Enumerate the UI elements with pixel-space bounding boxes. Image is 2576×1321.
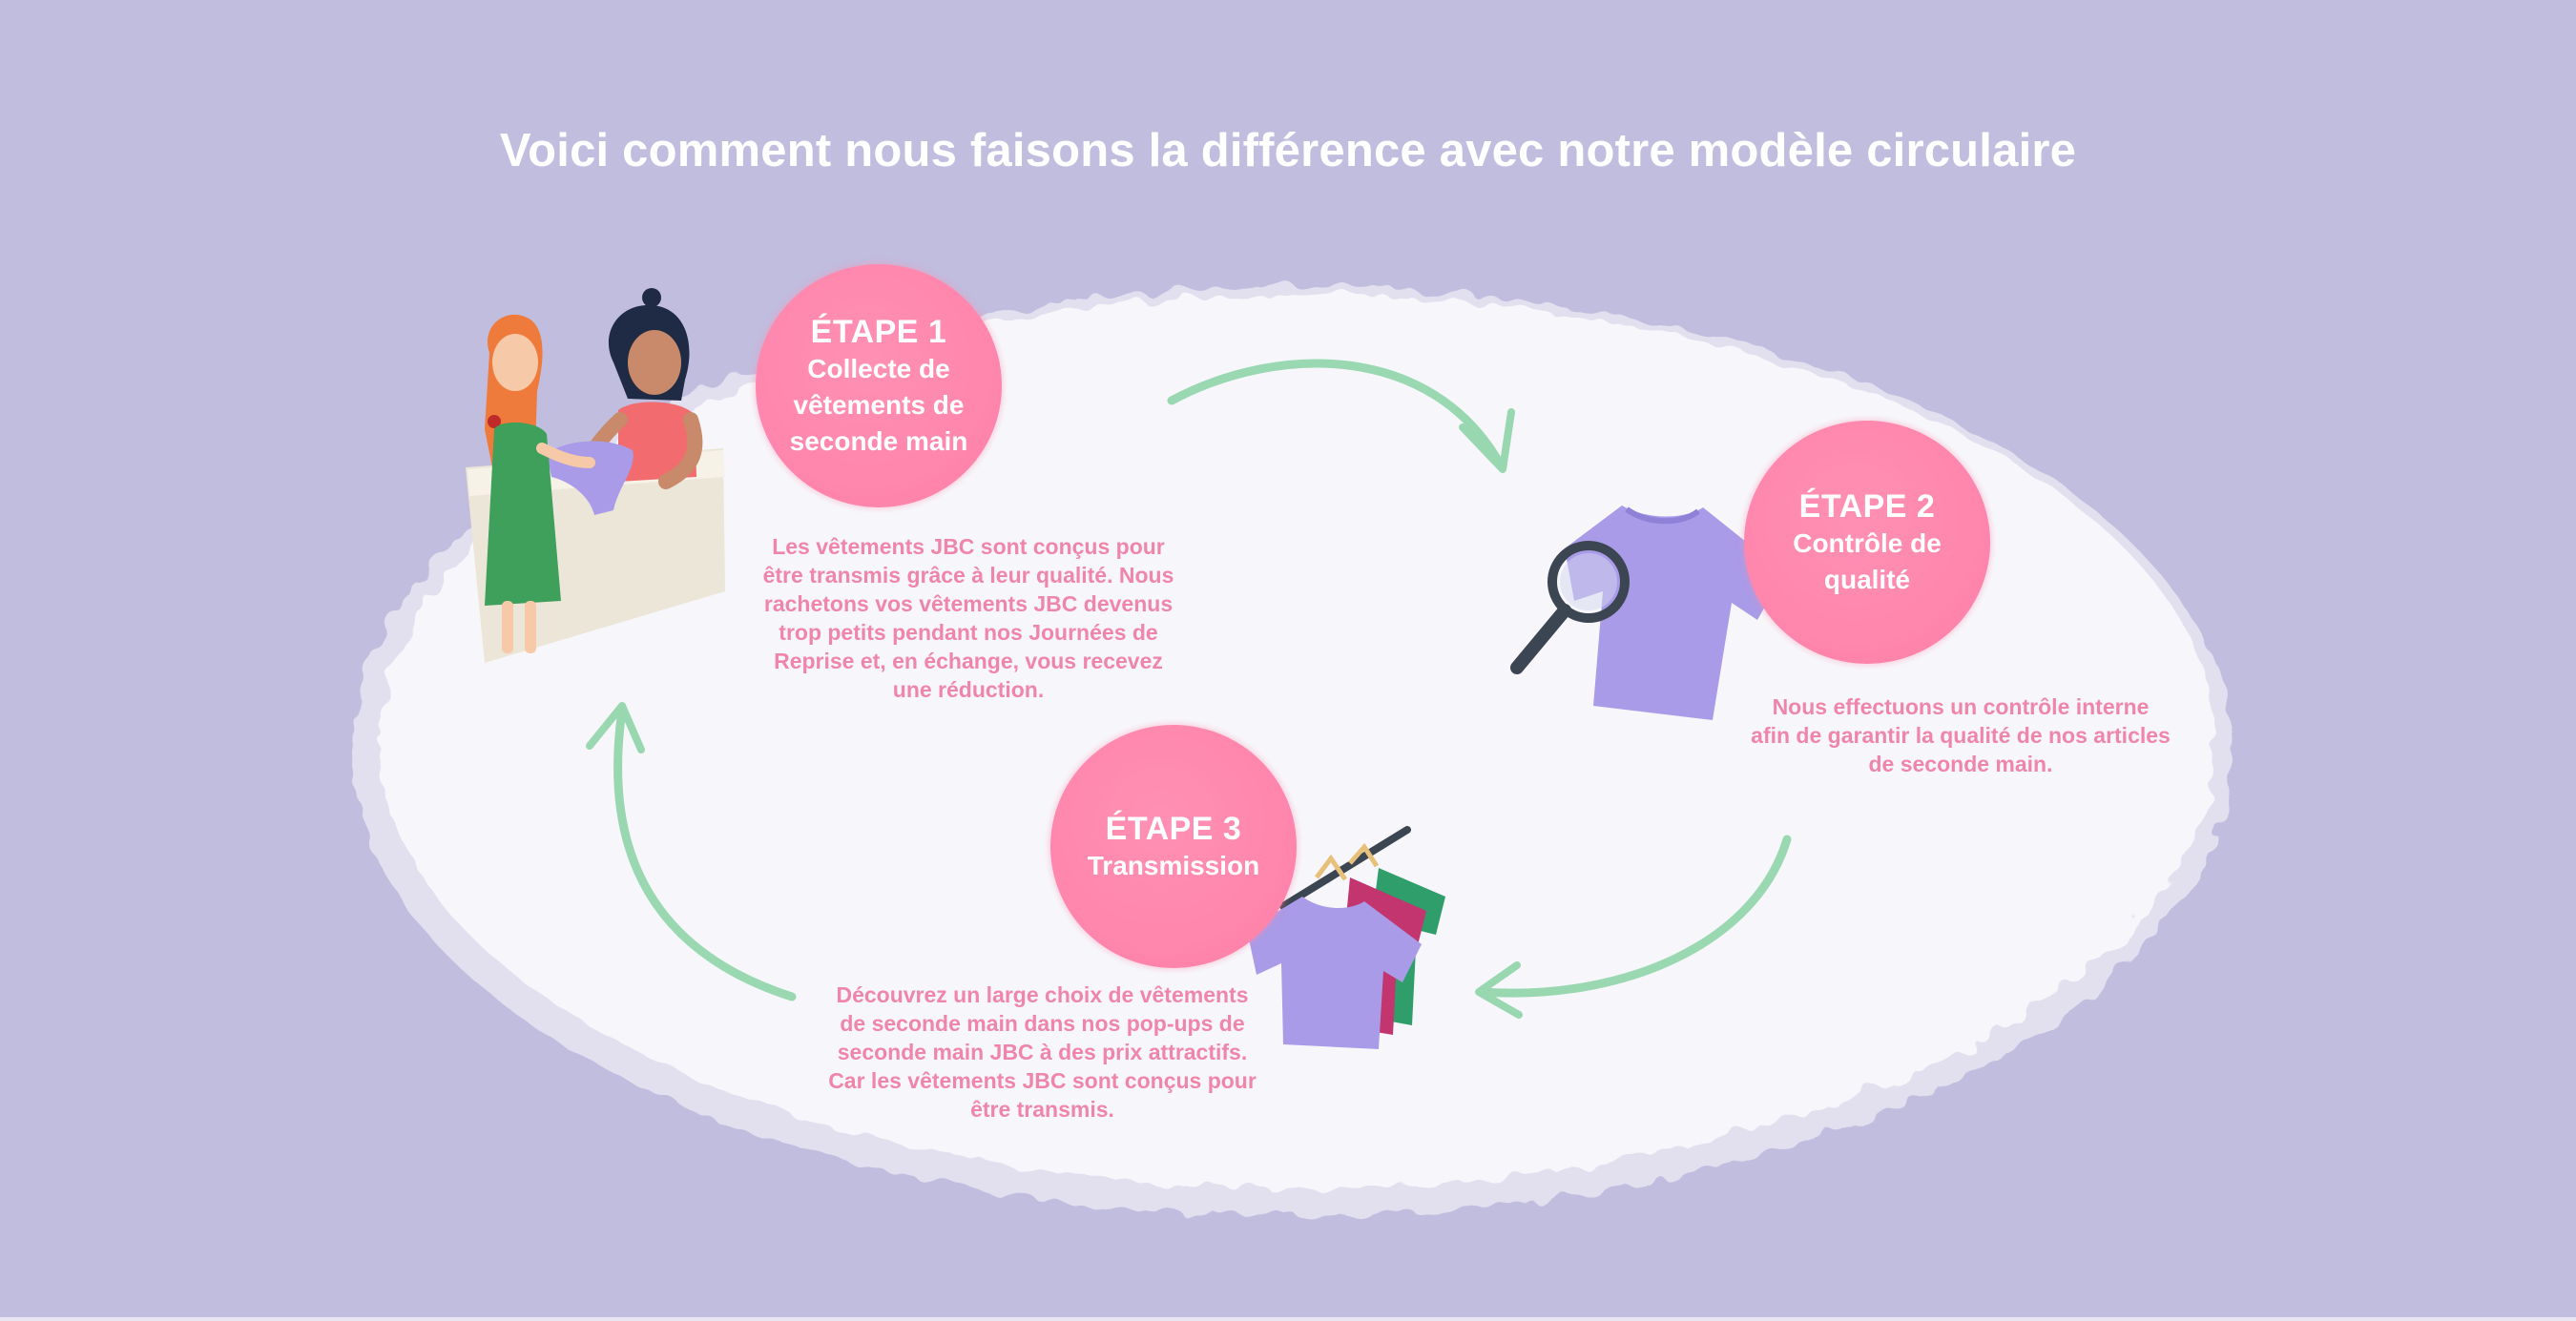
step-1-badge: ÉTAPE 1 Collecte de vêtements de seconde… xyxy=(756,264,1002,507)
step-2-label: ÉTAPE 2 xyxy=(1798,487,1936,525)
step-2-title: Contrôle de qualité xyxy=(1793,527,1942,594)
step-3-description: Découvrez un large choix de vêtements de… xyxy=(828,982,1257,1122)
step-3-label: ÉTAPE 3 xyxy=(1105,810,1242,847)
step-1-label: ÉTAPE 1 xyxy=(810,313,947,350)
tshirt-magnifying-glass-icon xyxy=(1510,506,1784,720)
people-exchanging-clothes-icon xyxy=(466,288,725,663)
step-2-description: Nous effectuons un contrôle interne afin… xyxy=(1751,694,2171,776)
step-3-title: Transmission xyxy=(1087,850,1260,880)
step-1-description: Les vêtements JBC sont conçus pour être … xyxy=(762,534,1174,702)
step-1-title: Collecte de vêtements de seconde main xyxy=(789,353,968,456)
arrow-step3-to-step1 xyxy=(586,702,797,1001)
arrow-step2-to-step3 xyxy=(1475,835,1792,1019)
page-title: Voici comment nous faisons la différence… xyxy=(499,125,2077,176)
step-3-badge: ÉTAPE 3 Transmission xyxy=(1050,725,1297,968)
step-2-badge: ÉTAPE 2 Contrôle de qualité xyxy=(1744,421,1990,664)
bottom-strip xyxy=(0,1317,2576,1321)
clothes-rack-icon xyxy=(1247,826,1445,1049)
arrow-step1-to-step2 xyxy=(1167,359,1515,473)
